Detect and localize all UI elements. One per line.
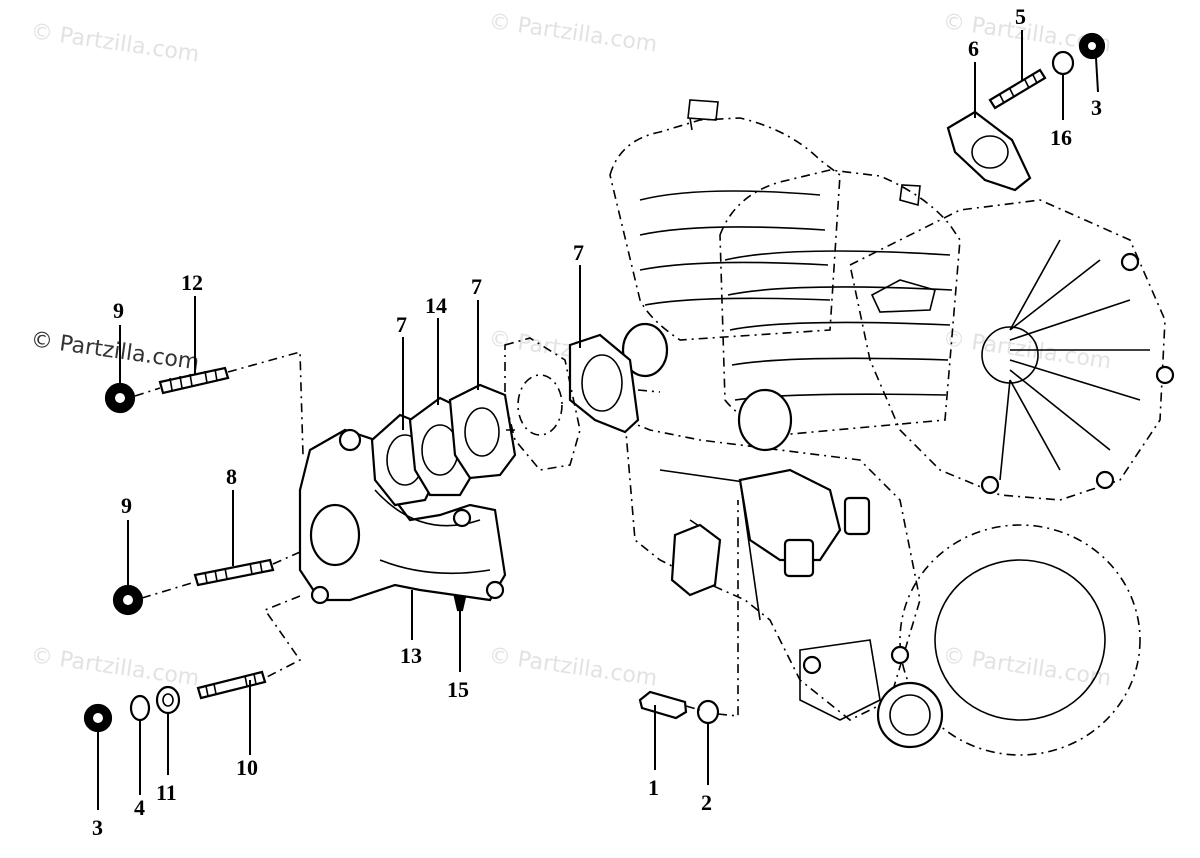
callout-3: 3: [92, 815, 103, 840]
housing-tab: [870, 279, 936, 313]
gasket-7b-bore: [464, 407, 500, 457]
callout-labels: 1 2 3 4 11 10 13 15 9 8 9 12 7 14 7 7 6 …: [92, 4, 1102, 840]
callout-16: 16: [1050, 125, 1072, 150]
gasket-6: [946, 110, 1032, 192]
watermark: © Partzilla.com: [29, 19, 201, 67]
stud-5-threads: [999, 74, 1038, 104]
hardware: [83, 32, 1106, 733]
callout-10: 10: [236, 755, 258, 780]
manifold-boss: [452, 508, 472, 528]
carburetor: [738, 468, 842, 562]
callout-2: 2: [701, 790, 712, 815]
assembly-line: [141, 551, 301, 599]
boss: [802, 655, 822, 675]
stud-12: [158, 366, 230, 395]
callout-7-right: 7: [573, 240, 584, 265]
callout-5: 5: [1015, 4, 1026, 29]
engine-block: [609, 99, 1175, 756]
exhaust-port-front: [737, 388, 793, 452]
callout-1: 1: [648, 775, 659, 800]
carb-fitting-2: [783, 538, 815, 578]
leader-lines: [97, 30, 1099, 810]
fan-vanes: [999, 239, 1150, 481]
fitting-1: [638, 690, 688, 720]
manifold-boss: [310, 585, 330, 605]
fan-housing: [849, 199, 1166, 501]
callout-12: 12: [181, 270, 203, 295]
stud-10-threads: [205, 673, 257, 697]
drain-plug-15: [453, 595, 467, 612]
watermark-dark: © Partzilla.com: [29, 327, 201, 375]
engine-mount: [799, 639, 881, 721]
boss: [1120, 252, 1140, 272]
stud-8: [193, 558, 275, 587]
washer-11-hole: [162, 693, 174, 707]
callout-7-middle: 7: [471, 274, 482, 299]
watermark: © Partzilla.com: [487, 9, 659, 57]
callout-3-top: 3: [1091, 95, 1102, 120]
spark-plug-front: [899, 184, 921, 207]
callout-4: 4: [134, 795, 145, 820]
engine-gaskets: [504, 333, 640, 471]
callout-9-lower: 9: [121, 493, 132, 518]
callout-9-upper: 9: [113, 298, 124, 323]
gasket-plate: [504, 337, 581, 471]
callout-11: 11: [156, 780, 177, 805]
watermark: © Partzilla.com: [487, 643, 659, 691]
nut-9b-hole: [123, 595, 133, 605]
gasket-plate-bore: [517, 374, 563, 436]
assembly-line: [505, 389, 661, 431]
fan-hub: [981, 326, 1039, 384]
washer-2: [696, 699, 720, 725]
manifold-boss: [485, 580, 505, 600]
watermark: © Partzilla.com: [29, 643, 201, 691]
gasket-6-bore: [971, 135, 1009, 169]
manifold-inlet: [309, 503, 361, 567]
starter-handle-inner: [889, 694, 931, 736]
gasket-7b: [448, 383, 517, 480]
boss: [890, 645, 910, 665]
gasket-7c-bore: [581, 354, 623, 412]
nut-9a-hole: [115, 393, 125, 403]
boss: [1155, 365, 1175, 385]
exhaust-manifold: [298, 383, 517, 612]
callout-13: 13: [400, 643, 422, 668]
cylinder-fins-front: [724, 250, 953, 401]
assembly-line: [263, 595, 302, 679]
stud-8-threads: [204, 560, 263, 584]
manifold-boss: [338, 428, 362, 452]
exhaust-port-rear: [621, 322, 669, 378]
callout-15: 15: [447, 677, 469, 702]
callout-6: 6: [968, 36, 979, 61]
leader-3a: [1095, 57, 1099, 93]
cylinder-head-front: [719, 169, 961, 436]
washer-16: [1051, 50, 1075, 76]
lock-washer-4: [129, 694, 151, 722]
recoil-starter-inner: [934, 559, 1106, 721]
carb-fitting-1: [843, 496, 871, 536]
nut-3b-hole: [93, 713, 103, 723]
washer-11: [155, 685, 181, 715]
watermark: © Partzilla.com: [941, 643, 1113, 691]
assembly-line: [685, 500, 739, 717]
callout-7-left: 7: [396, 312, 407, 337]
callout-8: 8: [226, 464, 237, 489]
callout-14: 14: [425, 293, 447, 318]
cylinder-fins-rear: [639, 190, 831, 306]
assembly-lines: [134, 350, 739, 717]
fuel-pump: [670, 523, 722, 597]
starter-handle-boss: [876, 681, 944, 749]
nut-3a-hole: [1088, 42, 1096, 50]
boss: [1095, 470, 1115, 490]
stud-12-threads: [169, 368, 218, 391]
stud-5: [988, 68, 1047, 110]
recoil-starter: [899, 524, 1141, 756]
assembly-line: [134, 350, 304, 456]
spark-plug-rear: [687, 99, 719, 131]
cylinder-head-rear: [609, 117, 841, 341]
boss: [980, 475, 1000, 495]
